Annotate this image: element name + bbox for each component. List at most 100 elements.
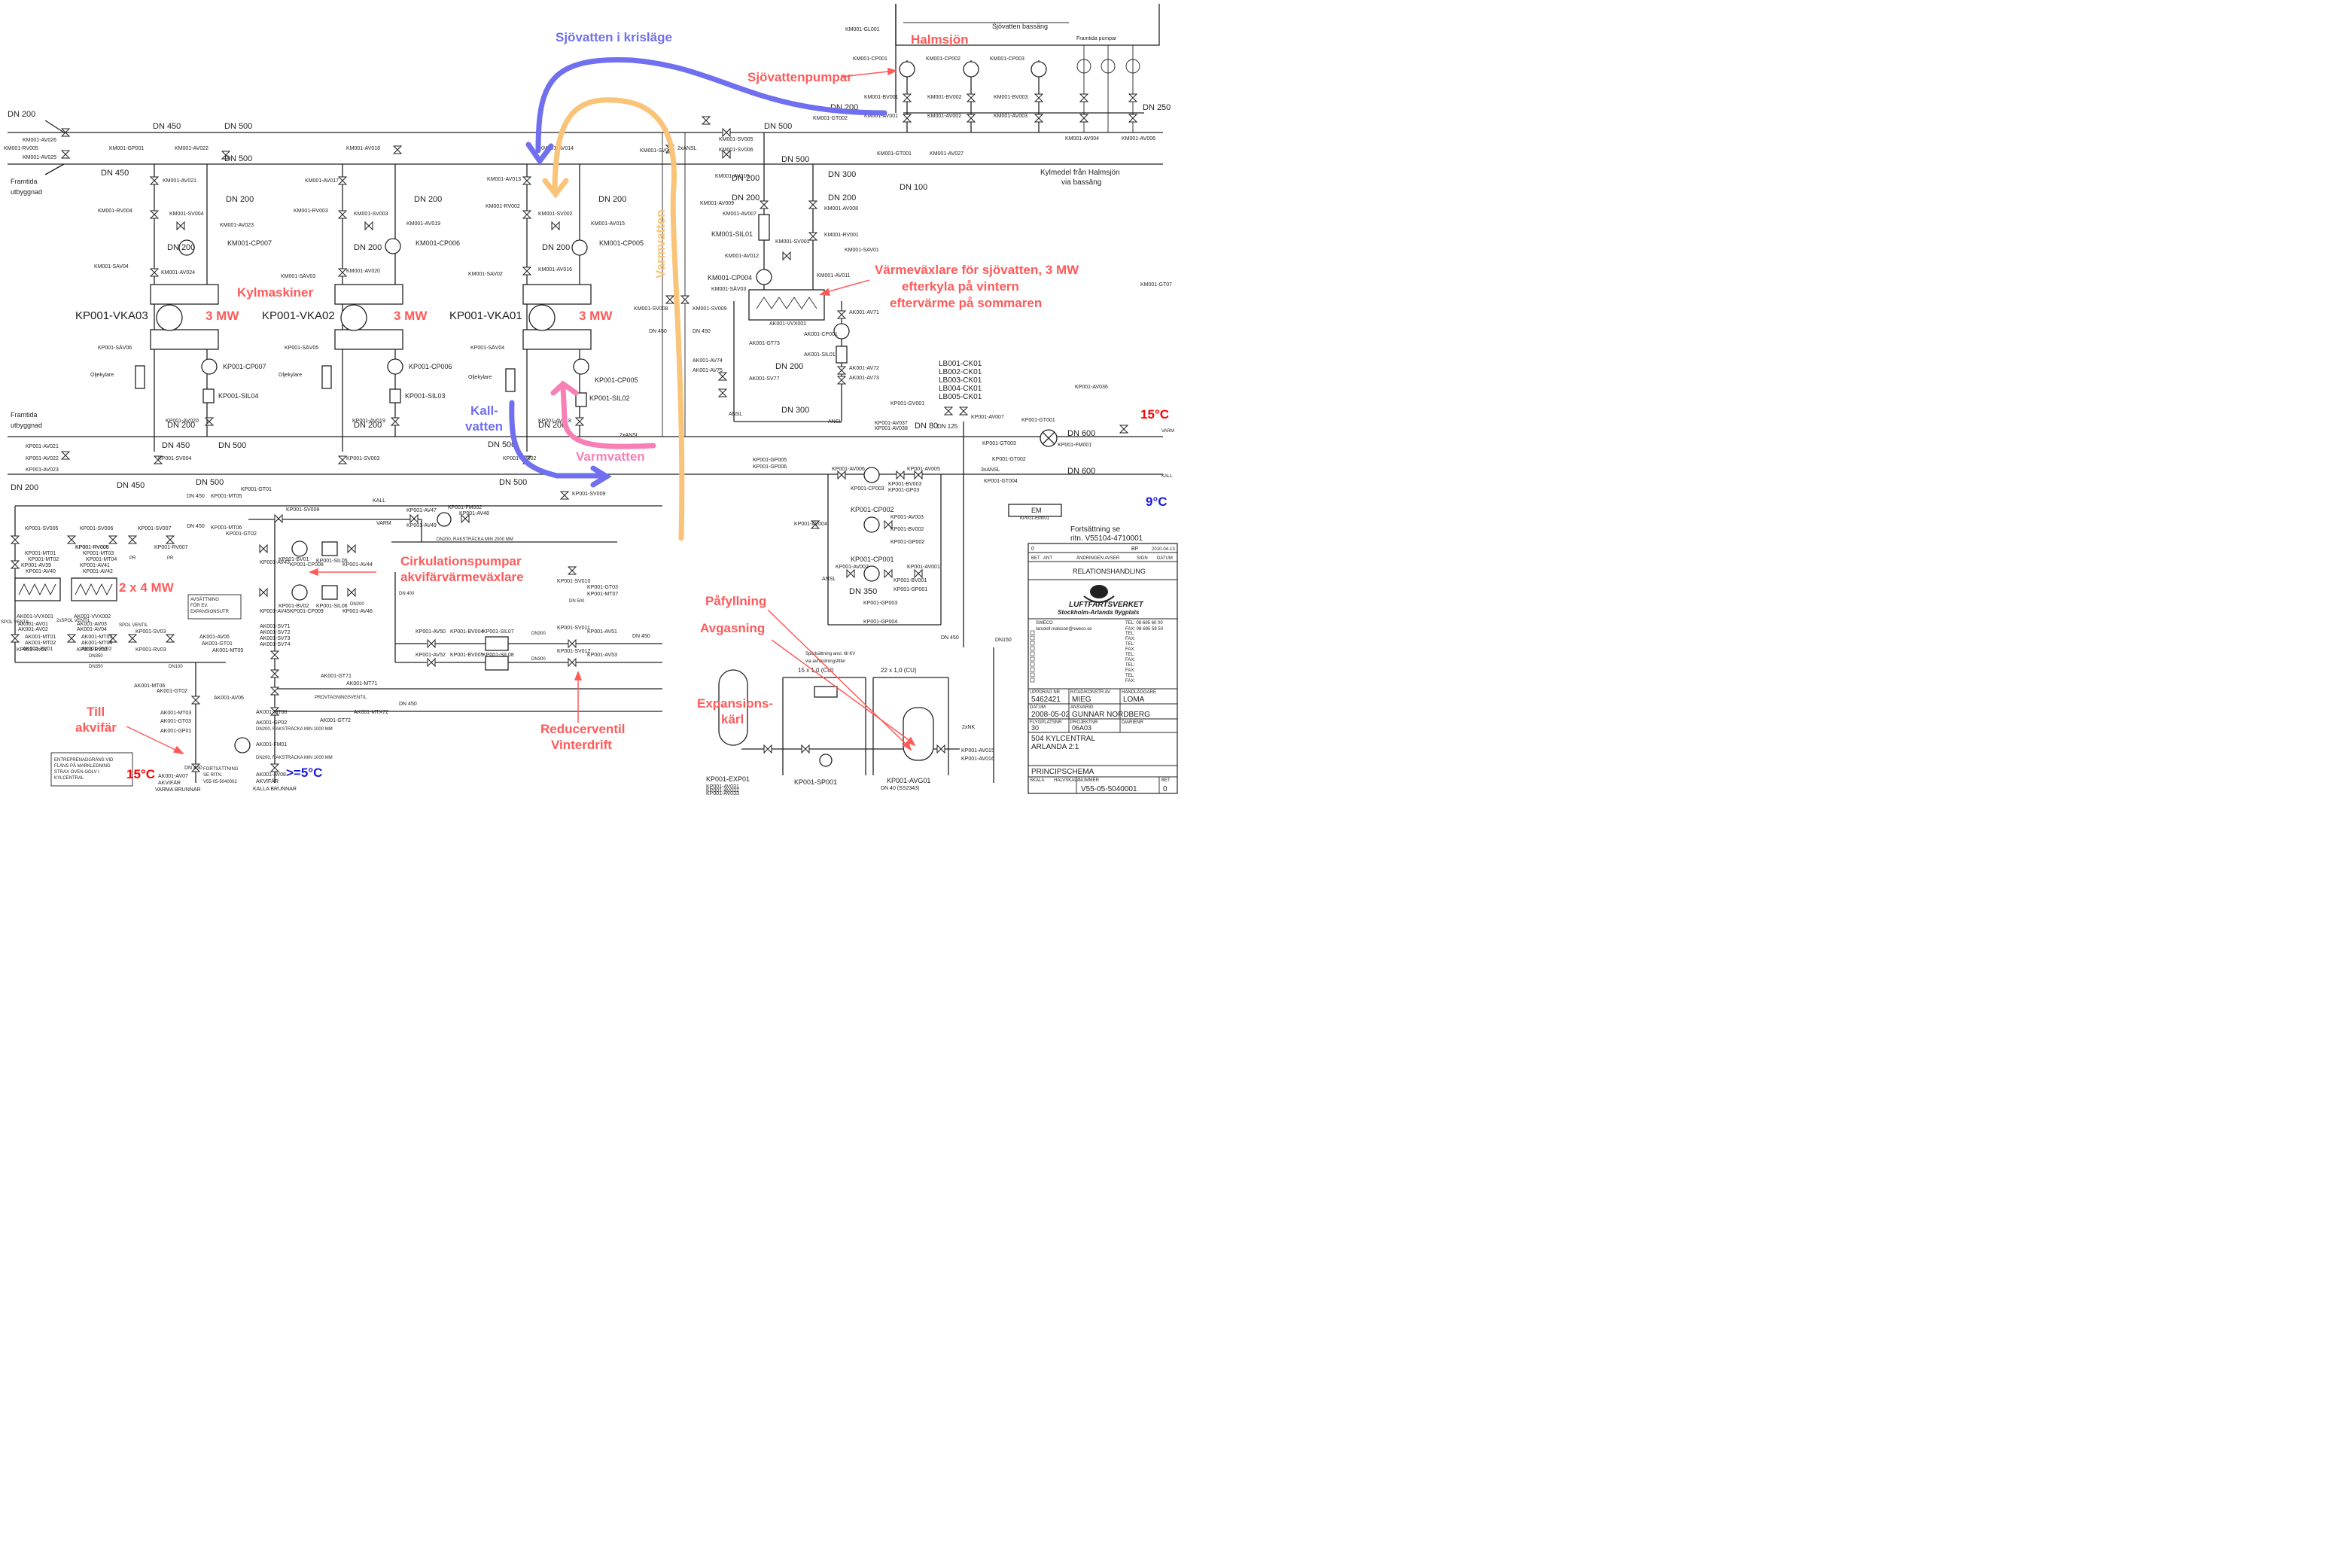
label-dn600-a: DN 600	[1067, 429, 1095, 438]
valve-icon	[568, 657, 577, 668]
valve-icon	[846, 568, 855, 579]
label-3mw-b: 3 MW	[394, 309, 428, 323]
valve-icon	[153, 455, 163, 464]
label-km001-av023: KM001-AV023	[220, 223, 254, 228]
label-km001-sv003: KM001-SV003	[354, 212, 388, 217]
valve-icon	[364, 221, 373, 231]
tb-doc-type: PRINCIPSCHEMA	[1031, 768, 1094, 776]
label-dn300-a: DN300	[531, 632, 546, 636]
label-km001-av020: KM001-AV020	[346, 269, 380, 274]
label-temp-15-left: 15°C	[126, 767, 155, 781]
label-km001-gl001: KM001-GL001	[845, 27, 880, 32]
label-dn350-b: DN350	[89, 665, 103, 669]
label-km001-sav03: KM001-SÄV03	[711, 286, 746, 292]
tb-contact-label: FAX:	[1125, 658, 1135, 662]
label-kp001-mt07: KP001-MT07	[587, 592, 618, 597]
label-fortsattning-ritn-l2: SE RITN.	[203, 773, 223, 778]
label-framtida-pumpar: Framtida pumpar	[1076, 36, 1117, 41]
valve-icon	[836, 366, 847, 375]
label-dn600-b: DN 600	[1067, 467, 1095, 476]
label-kp001-av44: KP001-AV44	[342, 562, 373, 568]
valve-icon	[149, 176, 160, 185]
label-lb001-ck01: LB001-CK01	[939, 360, 982, 368]
label-km001-sv006: KM001-SV006	[719, 148, 753, 153]
label-x2ansl-b: 2xANSL	[620, 433, 639, 438]
tb-checkbox	[1030, 646, 1035, 651]
valve-icon	[66, 535, 77, 544]
label-dn200-c2: DN 200	[414, 195, 442, 204]
tb-col-ant: ANT	[1043, 556, 1052, 561]
label-varm-mid: VARM	[376, 521, 391, 526]
label-oljekylare-a: Oljekylare	[90, 373, 114, 378]
label-dn450-b: DN 450	[101, 169, 129, 178]
label-dn450-f: DN 450	[187, 524, 205, 529]
label-dn250: DN 250	[1143, 103, 1171, 112]
label-kp001-bv002: KP001-BV002	[890, 527, 924, 532]
label-pafyllning: Påfyllning	[705, 594, 766, 608]
valve-icon	[392, 145, 403, 154]
valve-icon	[522, 210, 532, 219]
label-km001-sv007: KM001-SV007	[640, 148, 674, 154]
label-kp001-gp002: KP001-GP002	[890, 540, 924, 545]
valve-icon	[149, 210, 160, 219]
valve-icon	[574, 417, 585, 426]
tb-relationshandling: RELATIONSHANDLING	[1073, 568, 1146, 575]
label-spol-ventil-a: SPOL VENTIL	[1, 620, 30, 625]
label-kp001-cp003: KP001-CP003	[851, 486, 884, 492]
valve-icon	[966, 114, 976, 123]
label-kp001-gt03: KP001-GT03	[587, 585, 618, 590]
label-dn500-b: DN 500	[224, 154, 252, 163]
valve-icon	[108, 634, 118, 643]
label-dn450-g: DN 450	[632, 634, 650, 639]
label-ak001-mt08: AK001-MT08	[256, 710, 287, 715]
tb-contact-label: TEL:	[1125, 663, 1135, 668]
label-kp001-gp006: KP001-GP006	[753, 464, 787, 470]
label-kp001-gp03: KP001-GP03	[888, 488, 919, 493]
label-dn500-g: DN 500	[488, 440, 516, 449]
label-dn300-r2: DN 300	[781, 406, 809, 415]
tb-location-1: 504 KYLCENTRAL	[1031, 735, 1095, 743]
label-ak001-gt02: AK001-GT02	[157, 689, 187, 694]
label-kp001-av018: KP001-AV018	[538, 419, 571, 424]
label-kp001-gv001: KP001-GV001	[890, 401, 924, 406]
label-kp001-av001: KP001-AV001	[907, 565, 940, 570]
valve-icon	[665, 295, 675, 304]
label-dn450-r: DN 450	[941, 635, 959, 641]
sjovatten-krislage-arrow	[535, 57, 887, 154]
label-ak001-mt03b: AK001-MT03	[160, 711, 191, 716]
label-kp001-sv009: KP001-SV009	[572, 492, 605, 497]
varmvatten-arrowhead	[542, 178, 569, 199]
luftfartsverket-logo	[1083, 585, 1115, 603]
label-km001-rv002: KM001-RV002	[486, 204, 520, 209]
label-km001-sil01: KM001-SIL01	[711, 230, 753, 238]
label-framtida-utbyggnad-b2: utbyggnad	[11, 422, 42, 429]
label-kp001-av41: KP001-AV41	[80, 563, 110, 568]
label-km001-cp002: KM001-CP002	[926, 56, 961, 62]
tb-blad-label: BET	[1161, 778, 1171, 783]
tb-email: larsolof.malsson@sweco.se	[1036, 627, 1092, 632]
label-framtida-utbyggnad-b1: Framtida	[11, 411, 38, 419]
label-kp001-av004: KP001-AV004	[794, 522, 827, 527]
label-kp001-mt04: KP001-MT04	[86, 557, 117, 562]
label-kp001-gt001: KP001-GT001	[1021, 418, 1055, 423]
valve-icon	[127, 634, 138, 643]
label-x2ansl-a: 2xANSL	[677, 146, 697, 151]
label-kp001-sil02: KP001-SIL02	[589, 394, 630, 402]
valve-icon	[127, 535, 138, 544]
label-kp001-av43: KP001-AV43	[260, 560, 290, 565]
sjovatten-arrowhead	[525, 142, 554, 166]
label-dn125: DN 125	[937, 423, 958, 430]
tb-ansvarig-label: ANSVARIG	[1070, 705, 1094, 710]
label-kp001-gt002: KP001-GT002	[992, 457, 1026, 462]
label-avgasning: Avgasning	[700, 621, 765, 635]
label-kp001-sv004: KP001-SV004	[158, 456, 191, 461]
label-km001-av015: KM001-AV015	[591, 221, 625, 227]
label-kp001-sv005: KP001-SV005	[25, 526, 58, 531]
label-kp001-av40: KP001-AV40	[26, 569, 56, 574]
label-dn350-r: DN 350	[849, 587, 877, 596]
label-dn300-r: DN 300	[828, 170, 856, 179]
label-cu22: 22 x 1,0 (CU)	[881, 667, 917, 674]
label-kp001-av002: KP001-AV002	[836, 565, 869, 570]
label-kp001-gt02: KP001-GT02	[226, 531, 257, 537]
